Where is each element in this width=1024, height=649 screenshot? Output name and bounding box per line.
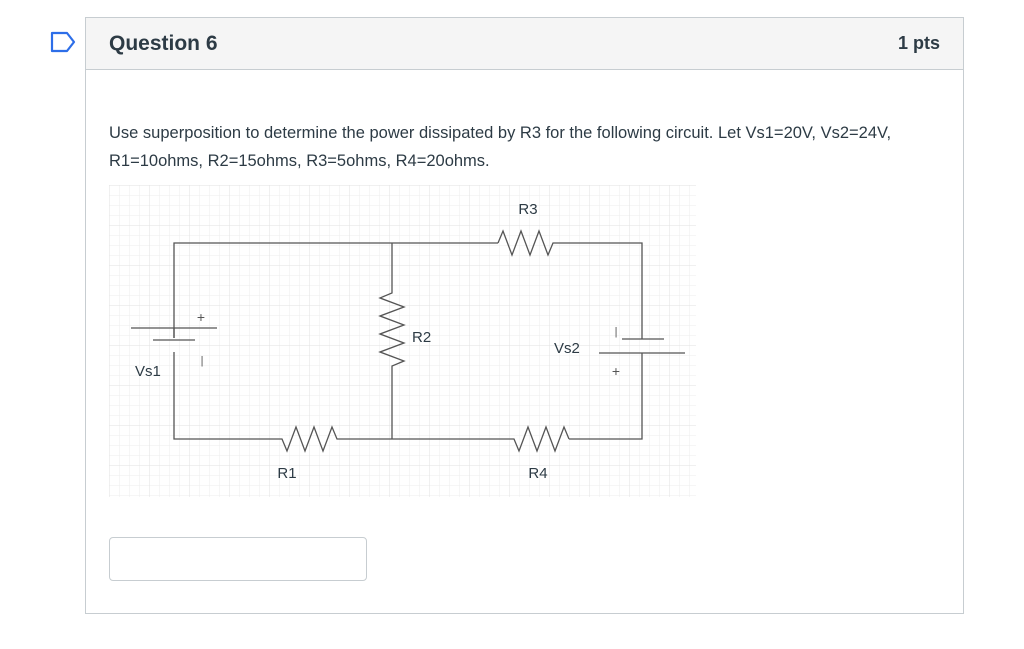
circuit-wires	[131, 229, 685, 453]
r1-label: R1	[277, 465, 296, 482]
r2-label: R2	[412, 329, 431, 346]
answer-input[interactable]	[109, 537, 367, 581]
r2-resistor	[378, 243, 406, 439]
r1-resistor	[173, 352, 392, 453]
question-card: Question 6 1 pts Use superposition to de…	[85, 17, 964, 614]
vs2-minus-sign: |	[615, 326, 618, 338]
flag-question-icon[interactable]	[50, 31, 76, 53]
question-title: Question 6	[109, 31, 218, 55]
question-points: 1 pts	[897, 33, 940, 53]
r3-label: R3	[518, 201, 537, 218]
vs1-label: Vs1	[135, 363, 161, 380]
circuit-diagram: R3 R2 Vs2 Vs1 R1 R4 + | | +	[109, 185, 696, 497]
grid-background	[109, 185, 696, 497]
vs2-plus-sign: +	[612, 363, 620, 379]
vs2-label: Vs2	[554, 340, 580, 357]
question-header: Question 6 1 pts	[86, 18, 963, 70]
r3-resistor	[497, 229, 643, 339]
vs1-plus-sign: +	[197, 309, 205, 325]
r4-resistor	[392, 425, 570, 453]
question-text: Use superposition to determine the power…	[109, 124, 892, 170]
vs1-minus-sign: |	[201, 355, 204, 367]
r4-label: R4	[528, 465, 547, 482]
